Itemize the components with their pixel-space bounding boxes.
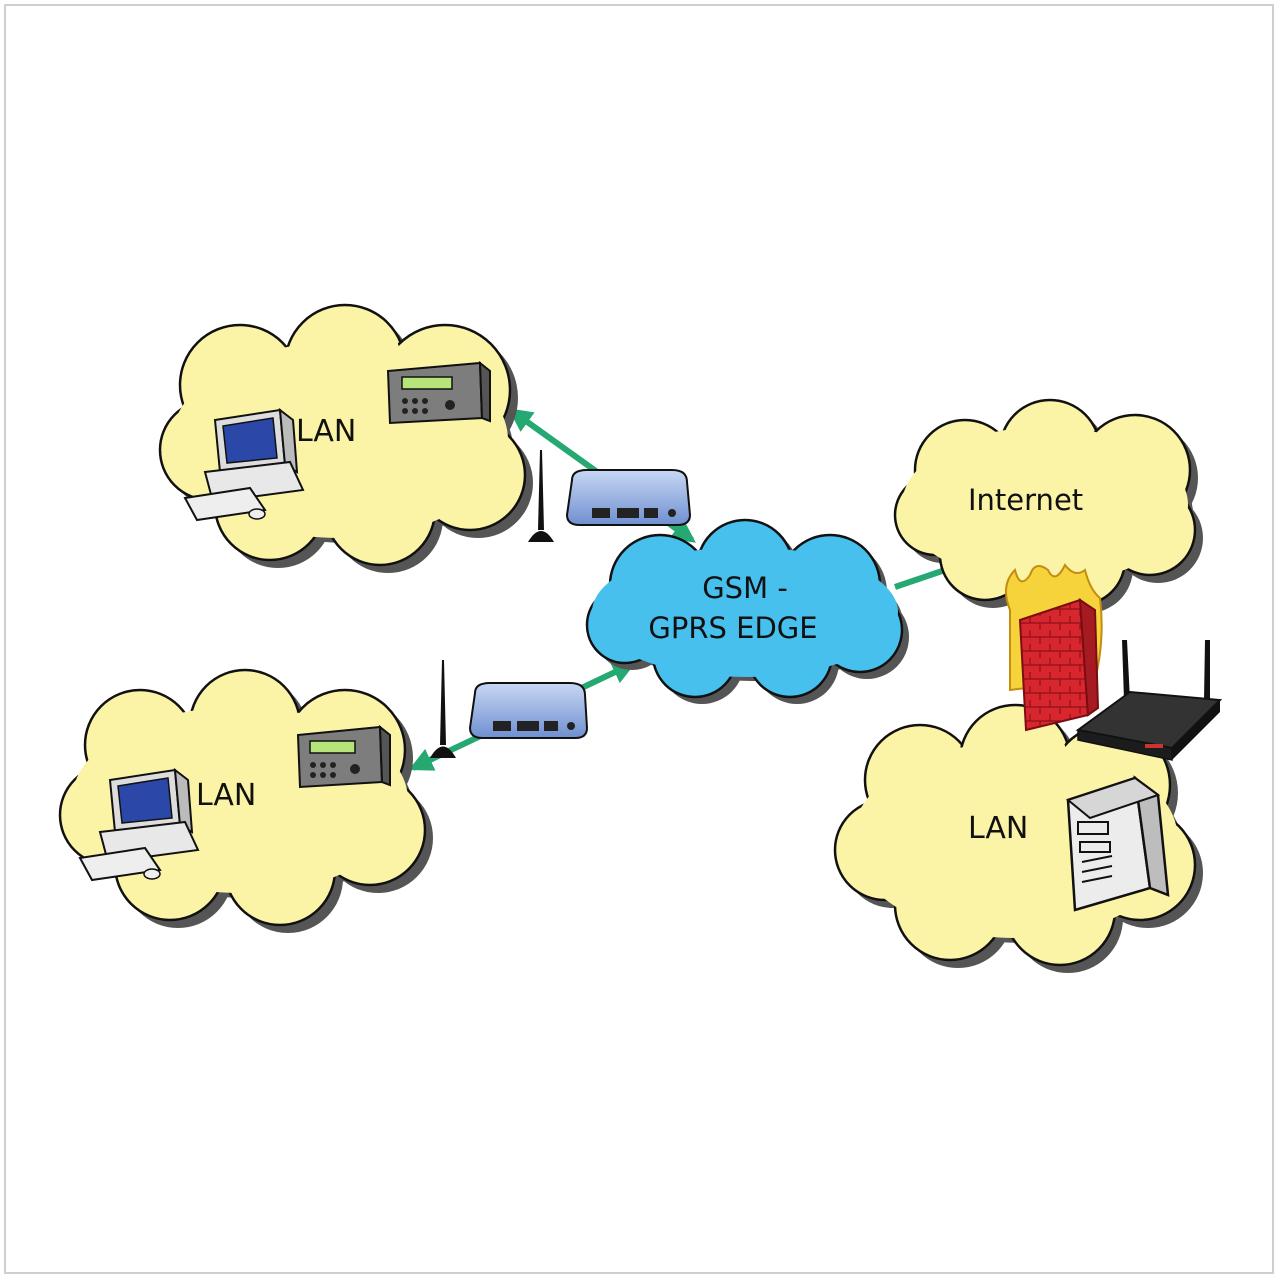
lan-label-right: LAN <box>968 811 1028 846</box>
firewall-icon <box>1005 563 1103 732</box>
internet-label: Internet <box>968 483 1083 517</box>
antenna-icon <box>528 450 554 542</box>
link-gsm-internet <box>894 567 946 590</box>
control-unit-icon <box>386 360 491 425</box>
cloud-internet <box>893 398 1203 613</box>
cellular-router-icon <box>565 469 692 526</box>
lan-label-bottom-left: LAN <box>196 778 256 813</box>
desktop-computer-icon <box>78 767 200 882</box>
server-tower-icon <box>1065 775 1170 912</box>
gsm-label-line-1: GSM - <box>702 571 788 605</box>
lan-label-top-left: LAN <box>296 414 356 449</box>
gsm-label-line-2: GPRS EDGE <box>648 611 817 645</box>
antenna-icon <box>430 660 456 758</box>
cellular-router-icon <box>468 682 589 739</box>
wireless-router-icon <box>1075 640 1223 761</box>
desktop-computer-icon <box>183 407 305 522</box>
cloud-gsm <box>585 518 909 704</box>
control-unit-icon <box>296 724 391 789</box>
